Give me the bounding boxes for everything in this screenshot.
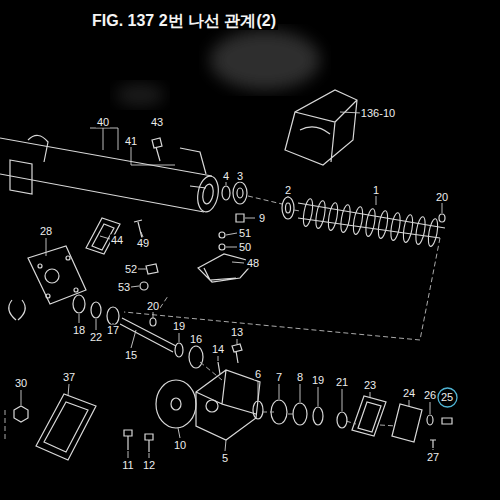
callout-number: 15: [124, 350, 138, 361]
callout-number: 23: [363, 380, 377, 391]
callout-number: 3: [236, 171, 244, 182]
callout-number: 22: [89, 332, 103, 343]
callout-number: 28: [39, 226, 53, 237]
callout-number: 5: [221, 453, 229, 464]
screw-flight: [427, 218, 440, 247]
callout-number: 44: [110, 235, 124, 246]
callout-number: 43: [150, 117, 164, 128]
screw-flight: [302, 198, 315, 227]
callout-number: 9: [258, 213, 266, 224]
callout-number: 1: [372, 185, 380, 196]
callout-number: 52: [124, 264, 138, 275]
callout-number: 37: [62, 372, 76, 383]
callout-number: 4: [222, 171, 230, 182]
callout-number: 51: [238, 228, 252, 239]
leader-lines: [21, 112, 442, 458]
callout-number: 49: [136, 238, 150, 249]
callout-number: 13: [230, 327, 244, 338]
scan-smudge: [115, 30, 320, 107]
screw-flight: [327, 202, 340, 231]
callout-number: 19: [172, 321, 186, 332]
callout-number: 7: [275, 372, 283, 383]
callout-number: 40: [96, 117, 110, 128]
callout-circle-outline: [438, 388, 457, 407]
part-outlines: [0, 90, 452, 460]
callout-number: 53: [117, 282, 131, 293]
callout-number: 19: [311, 375, 325, 386]
callout-number: 48: [246, 258, 260, 269]
callout-number: 136-10: [360, 108, 396, 119]
center-lines: [5, 196, 440, 440]
callout-number: 12: [142, 460, 156, 471]
screw-flight: [414, 216, 427, 245]
screw-flight: [339, 204, 352, 233]
callout-number: 41: [124, 136, 138, 147]
callout-number: 20: [435, 192, 449, 203]
screw-flight: [377, 210, 390, 239]
callout-number: 17: [106, 325, 120, 336]
callout-number: 2: [284, 185, 292, 196]
callout-number: 16: [189, 334, 203, 345]
figure-title: FIG. 137 2번 나선 관계(2): [90, 12, 278, 30]
callout-number: 11: [121, 460, 134, 471]
callout-number: 8: [296, 372, 304, 383]
callout-number: 18: [72, 325, 86, 336]
screw-flight: [364, 208, 377, 237]
callout-number: 30: [14, 378, 28, 389]
callout-number: 14: [211, 344, 225, 355]
callout-number: 6: [254, 369, 262, 380]
callout-number: 27: [426, 452, 440, 463]
callout-number: 21: [335, 377, 349, 388]
circled-callout: 25: [437, 387, 458, 408]
callout-number: 25: [441, 392, 453, 403]
callout-number: 24: [402, 388, 416, 399]
callout-number: 10: [173, 440, 187, 451]
callout-number: 20: [146, 301, 160, 312]
screw-flight: [352, 206, 365, 235]
callout-number: 50: [238, 242, 252, 253]
callout-number: 26: [423, 390, 437, 401]
screw-flight: [389, 212, 402, 241]
screw-flight: [402, 214, 415, 243]
screw-flight: [314, 200, 327, 229]
